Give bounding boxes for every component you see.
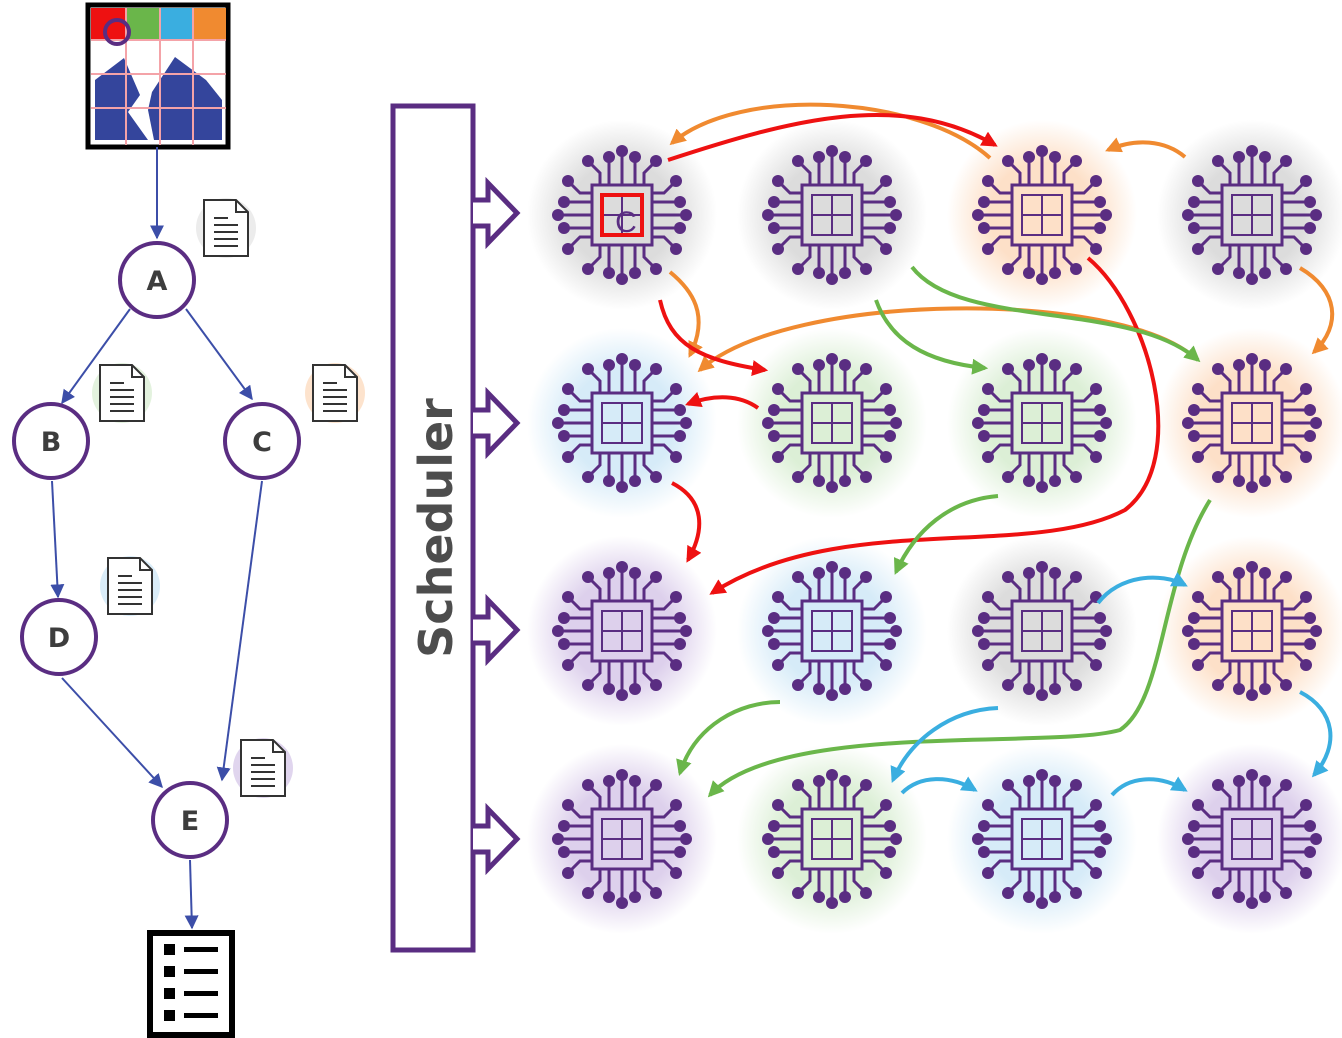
blue-arrow-4 xyxy=(900,776,978,795)
chip-grid: C xyxy=(527,120,1342,934)
red-arrow-1 xyxy=(667,113,998,162)
graph-node-d[interactable]: D xyxy=(20,598,98,676)
green-arrow-4 xyxy=(707,498,1212,798)
chip-r4-c2[interactable] xyxy=(737,744,927,934)
dispatch-arrow-row-1 xyxy=(473,176,521,250)
node-label-b: B xyxy=(41,427,62,458)
red-arrow-3 xyxy=(684,392,760,410)
output-list-icon xyxy=(147,930,235,1038)
graph-node-b[interactable]: B xyxy=(12,402,90,480)
document-icon-gray xyxy=(196,198,256,258)
input-image xyxy=(85,2,231,150)
scheduler-label: Scheduler xyxy=(409,398,463,658)
transfer-arrows-blue xyxy=(890,572,1333,797)
green-arrow-3 xyxy=(893,494,999,575)
node-label-d: D xyxy=(48,623,70,654)
graph-node-c[interactable]: C xyxy=(223,402,301,480)
red-arrow-4 xyxy=(671,481,702,563)
chip-r2-c2[interactable] xyxy=(737,328,927,518)
focus-circle xyxy=(103,18,131,46)
node-label-e: E xyxy=(181,806,199,837)
chip-r3-c4[interactable] xyxy=(1157,536,1342,726)
chip-r1-c2[interactable] xyxy=(737,120,927,310)
red-arrow-5 xyxy=(709,256,1161,595)
blue-arrow-5 xyxy=(1110,776,1188,797)
edge-e-output xyxy=(184,859,199,930)
chip-r3-c1[interactable] xyxy=(527,536,717,726)
red-arrow-2 xyxy=(658,299,769,376)
green-arrow-5 xyxy=(676,700,781,777)
chip-r1-c4[interactable] xyxy=(1157,120,1342,310)
document-icon-green xyxy=(92,363,152,423)
chip-r2-c3[interactable] xyxy=(947,328,1137,518)
chip-r2-c4[interactable] xyxy=(1157,328,1342,518)
blue-arrow-2 xyxy=(1299,690,1333,778)
graph-node-e[interactable]: E xyxy=(151,781,229,859)
node-label-a: A xyxy=(147,266,168,297)
document-icon-purple xyxy=(233,738,293,798)
transfer-arrows-green xyxy=(676,265,1212,798)
dispatch-arrow-row-3 xyxy=(473,593,521,667)
chip-r2-c1[interactable] xyxy=(527,328,717,518)
orange-arrow-3 xyxy=(668,270,703,358)
chip-highlight-glyph: C xyxy=(615,206,637,239)
chip-r4-c1[interactable] xyxy=(527,744,717,934)
scheduler-bar: Scheduler xyxy=(390,103,476,953)
chip-r3-c3[interactable] xyxy=(947,536,1137,726)
orange-arrow-1 xyxy=(669,102,992,160)
graph-node-a[interactable]: A xyxy=(118,241,196,319)
orange-arrow-2 xyxy=(1105,137,1187,159)
edge-b-d xyxy=(50,480,65,599)
edge-a-b xyxy=(61,308,131,405)
task-graph xyxy=(50,147,263,930)
document-icon-blue xyxy=(100,556,160,616)
green-arrow-1 xyxy=(874,299,989,375)
transfer-arrows-red xyxy=(658,113,1161,595)
chip-r4-c3[interactable] xyxy=(947,744,1137,934)
document-icon-orange xyxy=(305,363,365,423)
orange-arrow-4 xyxy=(1298,266,1335,355)
edge-c-e xyxy=(216,480,263,782)
dispatch-arrow-row-2 xyxy=(473,386,521,460)
blue-arrow-1 xyxy=(1096,572,1188,605)
chip-r4-c4[interactable] xyxy=(1157,744,1342,934)
edge-d-e xyxy=(61,677,163,789)
green-arrow-2 xyxy=(910,265,1201,363)
scheduler-dispatch-arrows xyxy=(473,176,521,876)
chip-r3-c2[interactable] xyxy=(737,536,927,726)
node-label-c: C xyxy=(252,427,272,458)
chip-highlight-box xyxy=(600,193,644,237)
dispatch-arrow-row-4 xyxy=(473,802,521,876)
chip-r1-c3[interactable] xyxy=(947,120,1137,310)
edge-a-c xyxy=(185,308,253,401)
blue-arrow-3 xyxy=(890,706,999,783)
chip-r1-c1[interactable]: C xyxy=(527,120,717,310)
